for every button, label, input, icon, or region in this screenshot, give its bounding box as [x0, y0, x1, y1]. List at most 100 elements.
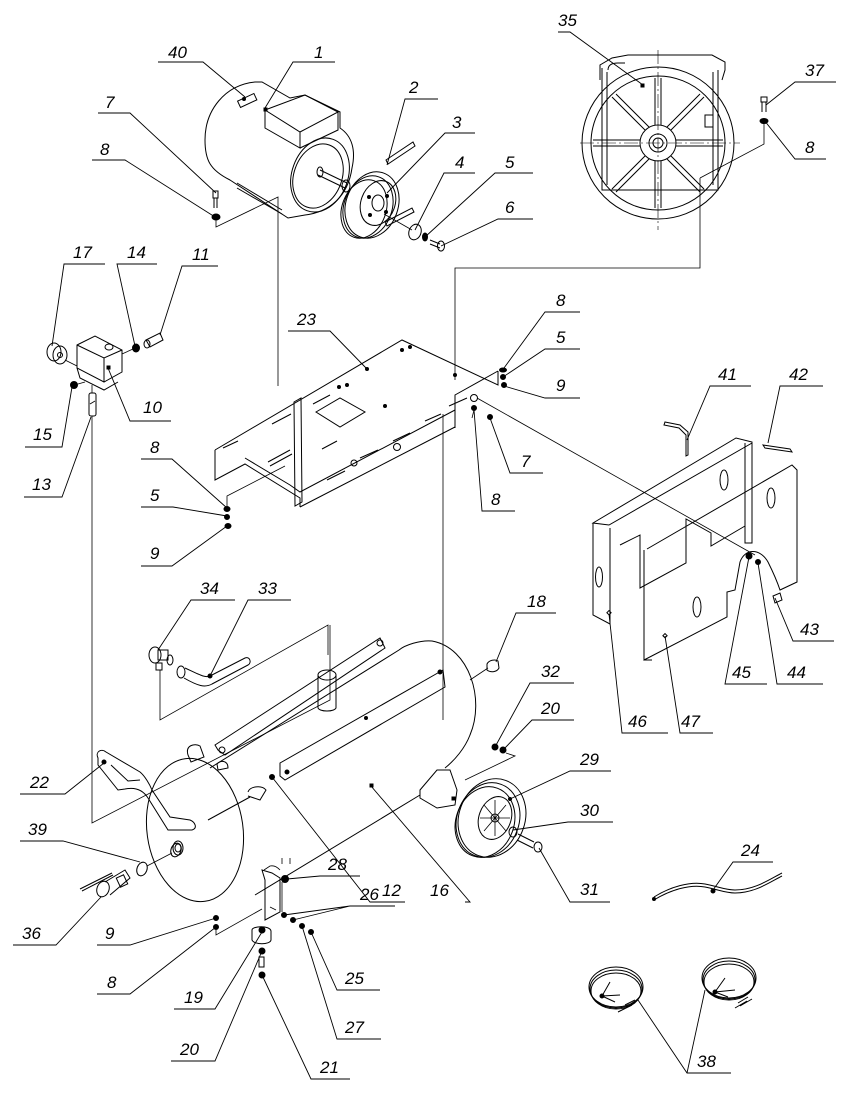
plate-fasteners [223, 367, 756, 720]
callout-32: 32 [494, 662, 574, 748]
svg-text:17: 17 [73, 243, 92, 262]
callout-16: 16 [370, 785, 471, 903]
svg-text:42: 42 [789, 365, 808, 384]
svg-text:27: 27 [344, 1018, 364, 1037]
motor-pulley [340, 171, 400, 239]
callout-19: 19 [174, 931, 263, 1010]
svg-text:1: 1 [314, 43, 323, 62]
svg-text:10: 10 [143, 398, 162, 417]
pulley-fasteners [383, 213, 445, 252]
svg-text:12: 12 [382, 881, 401, 900]
svg-text:8: 8 [556, 291, 566, 310]
callout-14: 14 [116, 243, 157, 347]
callout-28: 28 [286, 855, 360, 880]
svg-text:40: 40 [168, 43, 187, 62]
svg-text:8: 8 [805, 138, 815, 157]
svg-text:45: 45 [732, 663, 751, 682]
svg-text:29: 29 [579, 750, 599, 769]
callout-34: 34 [157, 579, 235, 651]
svg-text:11: 11 [192, 245, 210, 264]
svg-text:16: 16 [430, 881, 449, 900]
callout-17: 17 [51, 243, 105, 347]
motor-bolt-set [211, 190, 279, 386]
callout-36: 36 [13, 896, 102, 946]
svg-text:8: 8 [491, 490, 501, 509]
callout-18: 18 [495, 592, 556, 663]
svg-text:20: 20 [179, 1040, 199, 1059]
callout-8a: 8 [92, 140, 216, 218]
callout-4: 4 [414, 153, 475, 231]
svg-text:47: 47 [681, 712, 700, 731]
callout-37: 37 [765, 61, 836, 106]
callout-5c: 5 [502, 328, 580, 378]
svg-text:9: 9 [556, 376, 566, 395]
callout-2: 2 [386, 78, 438, 166]
callout-20b: 20 [171, 950, 263, 1062]
svg-text:21: 21 [319, 1058, 339, 1077]
svg-text:28: 28 [327, 855, 347, 874]
callout-27: 27 [301, 925, 381, 1040]
callout-7b: 7 [489, 417, 543, 474]
callout-46: 46 [608, 613, 668, 734]
svg-text:2: 2 [408, 78, 419, 97]
svg-text:38: 38 [697, 1052, 716, 1071]
callout-41: 41 [686, 365, 751, 441]
callout-3: 3 [386, 113, 475, 194]
callout-23: 23 [288, 310, 368, 370]
svg-text:8: 8 [150, 438, 160, 457]
svg-text:13: 13 [32, 475, 51, 494]
callout-15: 15 [25, 386, 73, 448]
callout-12: 12 [271, 776, 405, 903]
callout-43: 43 [774, 597, 834, 642]
callouts: 40 1 2 3 4 5 6 7 8 35 37 8 17 14 11 10 1… [13, 11, 836, 1080]
callout-45: 45 [724, 556, 767, 685]
svg-text:22: 22 [29, 773, 49, 792]
callout-11: 11 [159, 245, 218, 336]
callout-40: 40 [158, 43, 246, 98]
svg-text:15: 15 [33, 425, 52, 444]
svg-text:35: 35 [558, 11, 577, 30]
callout-1: 1 [264, 43, 335, 109]
callout-44: 44 [757, 562, 823, 685]
callout-42: 42 [767, 365, 823, 444]
svg-text:9: 9 [150, 544, 160, 563]
callout-5a: 5 [424, 153, 533, 238]
svg-text:18: 18 [527, 592, 546, 611]
callout-33: 33 [209, 579, 291, 677]
callout-30: 30 [512, 801, 613, 831]
svg-text:19: 19 [184, 988, 203, 1007]
callout-7a: 7 [98, 93, 217, 194]
callout-38: 38 [637, 989, 731, 1074]
callout-8f: 8 [97, 926, 217, 995]
svg-text:37: 37 [805, 61, 824, 80]
svg-text:8: 8 [100, 140, 110, 159]
cable-coils [588, 957, 757, 1013]
svg-text:20: 20 [540, 699, 560, 718]
callout-29: 29 [509, 750, 611, 800]
svg-text:3: 3 [452, 113, 462, 132]
svg-text:44: 44 [787, 663, 806, 682]
svg-text:33: 33 [258, 579, 277, 598]
hose [652, 872, 783, 901]
callout-9c: 9 [97, 917, 217, 946]
callout-13: 13 [24, 416, 92, 498]
svg-text:7: 7 [521, 452, 531, 471]
callout-9b: 9 [503, 376, 580, 399]
svg-text:23: 23 [296, 310, 316, 329]
electric-motor [204, 81, 354, 219]
callout-9a: 9 [141, 525, 228, 567]
svg-text:31: 31 [580, 880, 599, 899]
callout-8c: 8 [141, 438, 228, 509]
svg-text:30: 30 [580, 801, 599, 820]
svg-text:5: 5 [150, 486, 160, 505]
pressure-switch-assembly [46, 332, 331, 824]
svg-text:34: 34 [200, 579, 219, 598]
callout-20a: 20 [502, 699, 574, 751]
callout-31: 31 [538, 847, 610, 903]
callout-25: 25 [310, 931, 380, 991]
svg-text:7: 7 [105, 93, 115, 112]
callout-39: 39 [20, 820, 141, 863]
callout-8d: 8 [473, 409, 515, 512]
svg-text:14: 14 [127, 243, 146, 262]
air-tank [145, 637, 477, 903]
